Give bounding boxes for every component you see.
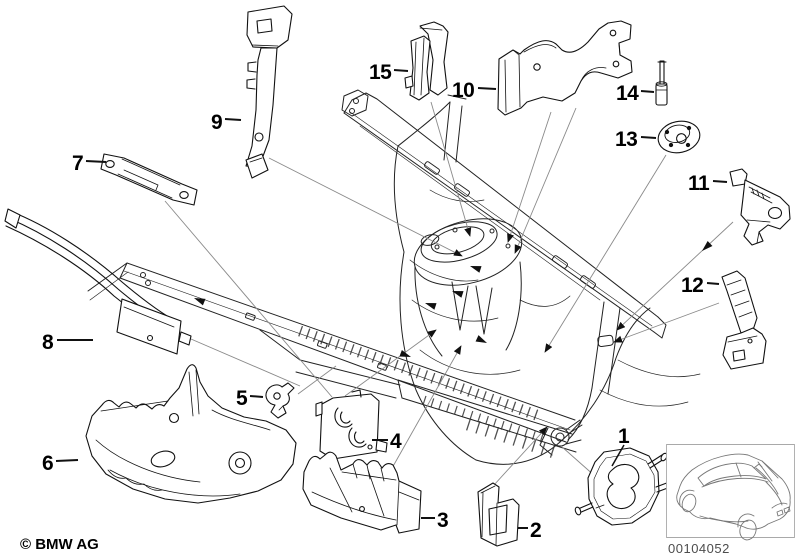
callout-9[interactable]: 9 <box>211 111 223 134</box>
part-4-drawing[interactable] <box>315 389 388 460</box>
part-5-drawing[interactable] <box>265 382 295 419</box>
callout-4[interactable]: 4 <box>390 430 402 453</box>
callout-3[interactable]: 3 <box>437 509 449 532</box>
callout-dashes <box>55 69 728 529</box>
part-13-drawing[interactable] <box>655 117 703 156</box>
part-8-drawing[interactable] <box>4 208 192 355</box>
car-thumbnail-icon[interactable] <box>666 444 795 542</box>
part-7-drawing[interactable] <box>100 153 198 206</box>
copyright-text: © BMW AG <box>20 536 99 553</box>
part-12-drawing[interactable] <box>721 270 767 370</box>
callout-13[interactable]: 13 <box>615 128 638 151</box>
image-number: 00104052 <box>668 541 730 556</box>
callout-10[interactable]: 10 <box>452 79 475 102</box>
callout-8[interactable]: 8 <box>42 331 54 354</box>
part-10-drawing[interactable] <box>497 20 633 116</box>
callout-12[interactable]: 12 <box>681 274 704 297</box>
callout-11[interactable]: 11 <box>688 172 710 195</box>
callout-6[interactable]: 6 <box>42 452 54 475</box>
part-6-drawing[interactable] <box>85 364 297 504</box>
part-1-drawing[interactable] <box>574 447 677 526</box>
main-assembly-drawing <box>87 89 701 465</box>
part-14-drawing[interactable] <box>655 60 668 106</box>
part-9-drawing[interactable] <box>245 5 293 179</box>
leader-lines <box>164 101 734 486</box>
callout-14[interactable]: 14 <box>616 82 639 105</box>
attachment-arrows <box>194 240 713 357</box>
part-2-drawing[interactable] <box>477 482 520 547</box>
part-3-drawing[interactable] <box>302 451 422 534</box>
callout-7[interactable]: 7 <box>72 152 84 175</box>
callout-15[interactable]: 15 <box>369 61 392 84</box>
part-15-drawing[interactable] <box>404 21 449 101</box>
part-11-drawing[interactable] <box>729 168 791 246</box>
callout-1[interactable]: 1 <box>618 425 630 448</box>
callout-5[interactable]: 5 <box>236 387 248 410</box>
callout-2[interactable]: 2 <box>530 519 542 542</box>
